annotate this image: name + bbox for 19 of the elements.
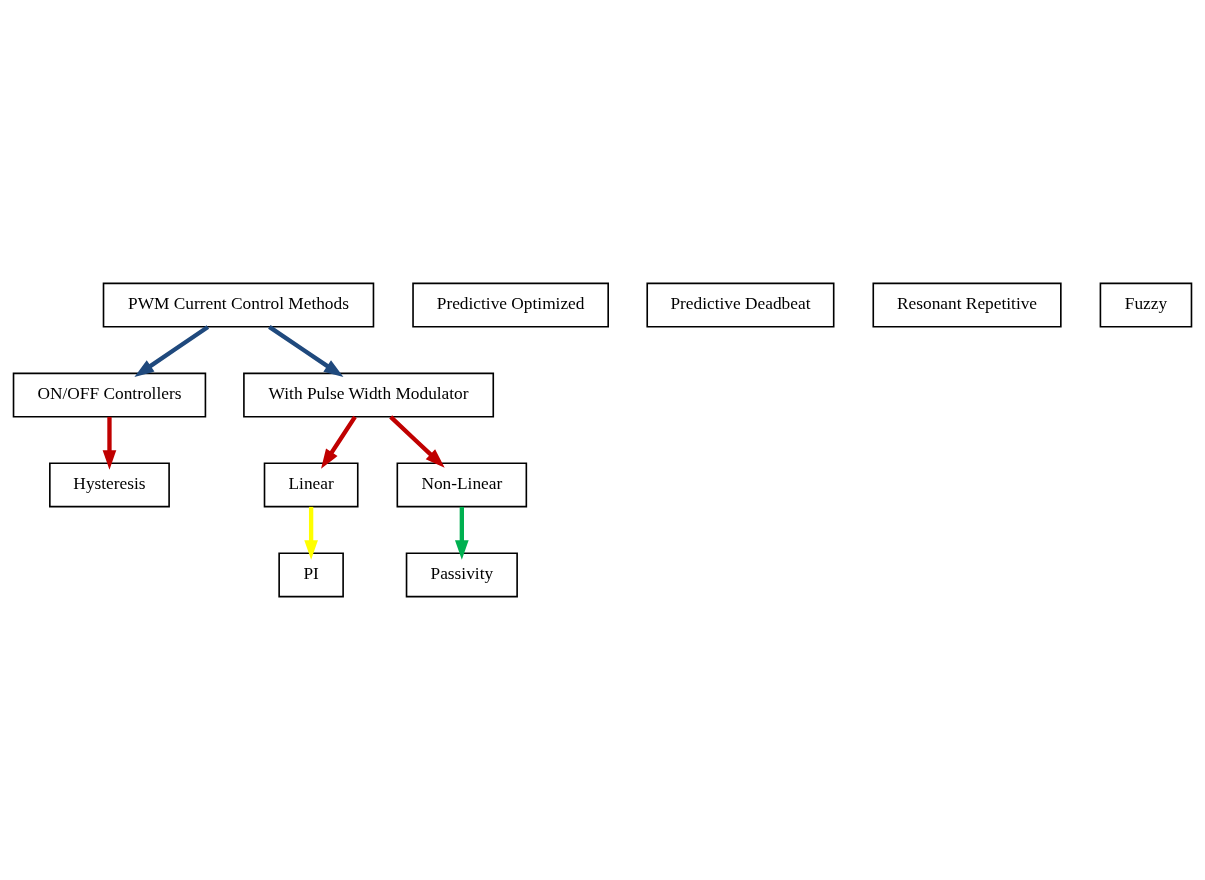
node-box: PWM Current Control Methods <box>102 282 375 328</box>
arrow <box>134 325 210 377</box>
node-box: Resonant Repetitive <box>872 282 1062 328</box>
arrow <box>454 506 469 560</box>
node-box: PI <box>278 552 344 598</box>
node-box: With Pulse Width Modulator <box>243 372 495 418</box>
arrow <box>321 415 357 469</box>
node-box: Predictive Deadbeat <box>646 282 835 328</box>
node-box: ON/OFF Controllers <box>12 372 207 418</box>
arrow <box>304 506 318 560</box>
arrow <box>389 415 445 468</box>
node-box: Hysteresis <box>49 462 170 508</box>
arrow <box>102 416 117 470</box>
node-box: Predictive Optimized <box>412 282 609 328</box>
node-box: Passivity <box>405 552 518 598</box>
node-box: Linear <box>263 462 359 508</box>
arrow <box>268 325 344 377</box>
node-box: Fuzzy <box>1099 282 1193 328</box>
node-box: Non-Linear <box>396 462 528 508</box>
